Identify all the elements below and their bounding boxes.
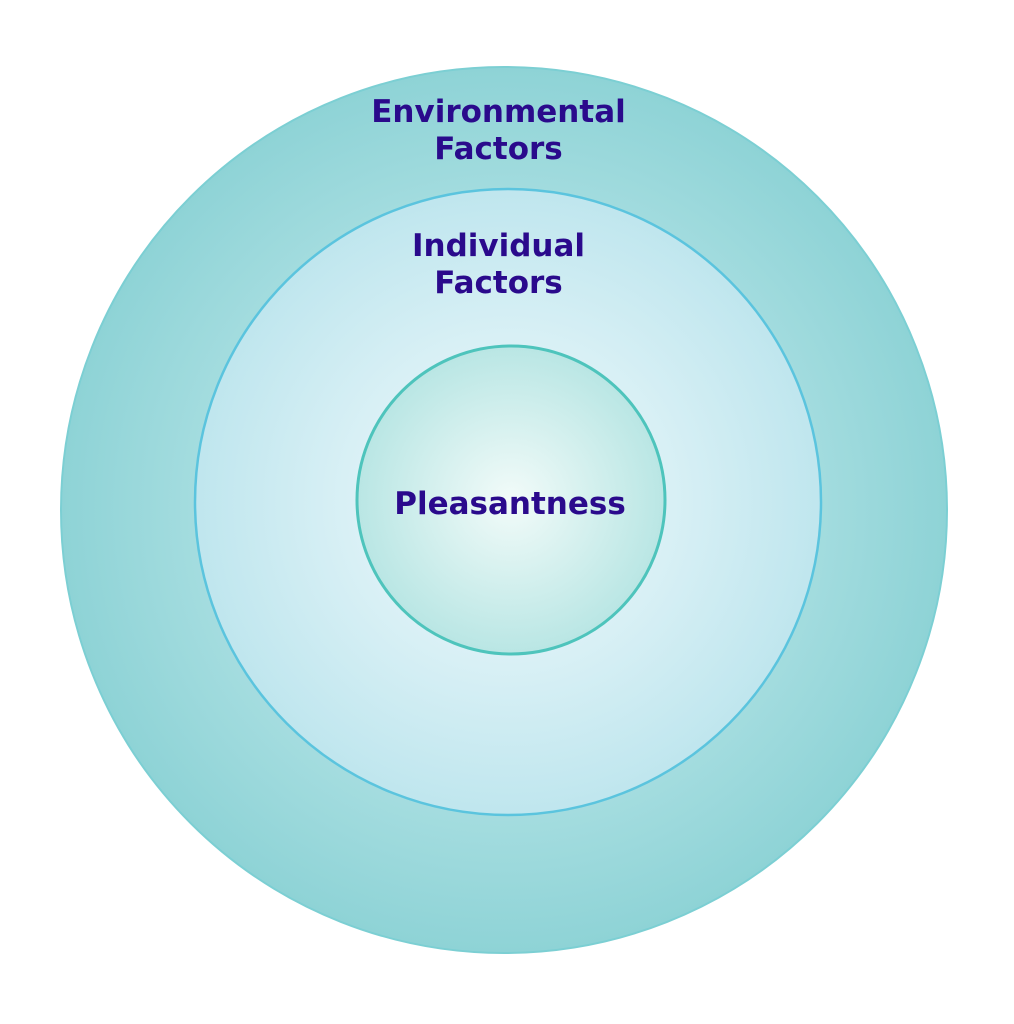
- pleasantness-line1: Pleasantness: [394, 486, 626, 522]
- pleasantness-label: Pleasantness: [0, 486, 1014, 523]
- inner-circle: [355, 344, 667, 656]
- environmental-factors-label: Environmental Factors: [0, 94, 997, 168]
- environmental-factors-line1: Environmental: [371, 94, 626, 130]
- individual-factors-label: Individual Factors: [0, 228, 997, 302]
- individual-factors-line2: Factors: [434, 265, 563, 302]
- environmental-factors-line2: Factors: [434, 131, 563, 168]
- individual-factors-line1: Individual: [411, 228, 586, 264]
